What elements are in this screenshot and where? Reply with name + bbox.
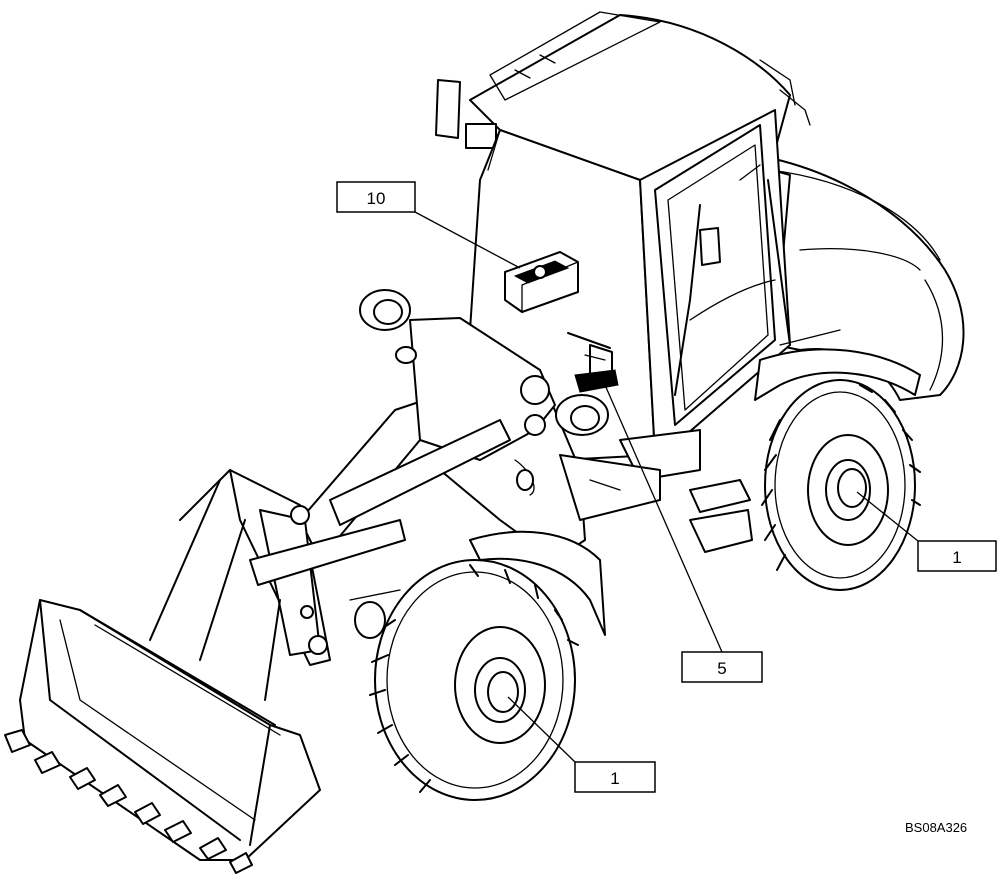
callout-1-front: 1 xyxy=(507,696,656,793)
front-axle-hub xyxy=(349,589,401,639)
callout-1-rear: 1 xyxy=(856,491,997,572)
linkage-rods xyxy=(149,469,281,701)
front-fender xyxy=(469,530,606,636)
rear-fender xyxy=(754,329,921,401)
front-wheel xyxy=(369,559,579,801)
callout-10-label: 10 xyxy=(367,189,386,208)
lift-cylinder xyxy=(249,375,550,586)
callout-5-label: 5 xyxy=(717,659,726,678)
front-headlight-left xyxy=(359,289,417,364)
left-mirror xyxy=(435,79,461,139)
front-headlight-right xyxy=(555,394,609,436)
callout-1-front-label: 1 xyxy=(610,769,619,788)
rear-wheel xyxy=(761,379,921,591)
bucket-teeth xyxy=(4,729,253,874)
rear-step xyxy=(689,479,753,553)
callout-10: 10 xyxy=(336,181,521,269)
bucket xyxy=(19,599,321,861)
dome-light-part xyxy=(504,251,579,313)
callout-1-rear-label: 1 xyxy=(952,548,961,567)
switch-part xyxy=(567,332,619,393)
reference-code: BS08A326 xyxy=(905,820,967,835)
callout-5: 5 xyxy=(604,384,763,683)
cab-door xyxy=(639,109,791,456)
front-work-light xyxy=(465,123,497,149)
right-mirror xyxy=(699,227,721,266)
